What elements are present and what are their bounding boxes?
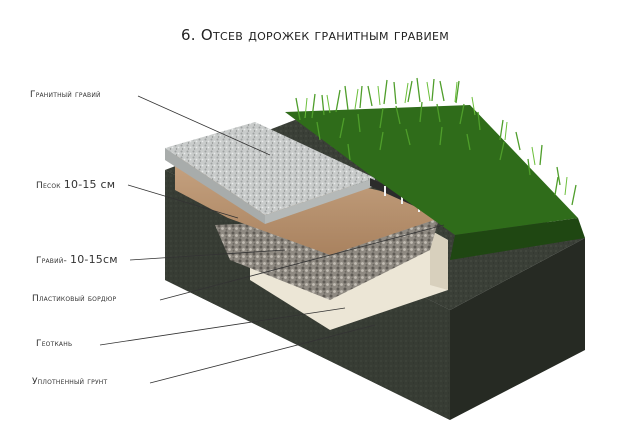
leader-soil [149,324,376,384]
leader-gravel [129,249,286,261]
leader-geotextile [99,307,346,346]
label-sand: Песок 10-15 см [36,178,116,191]
granite-top [165,122,375,215]
label-geotextile: Геоткань [36,339,73,349]
label-gravel: Гравий- 10-15см [36,253,118,266]
granite-right [265,178,375,224]
granite-front [165,148,265,224]
soil-right [450,238,585,420]
grass-right-face [450,218,585,260]
geotextile-shade [430,230,448,290]
diagram-title: 6. Отсев дорожек гранитным гравием [180,26,450,44]
grass-blades [295,77,577,206]
leader-lines [99,95,445,384]
label-plastic-border: Пластиковый бордюр [32,294,117,304]
leader-sand [127,184,239,219]
grass-blades-light [304,81,568,196]
leader-border [159,224,445,301]
grass-base [285,105,578,235]
label-compacted-soil: Уплотненный грунт [32,377,108,387]
leader-granite [137,95,271,156]
label-granite-gravel: Гранитный гравий [30,90,101,100]
